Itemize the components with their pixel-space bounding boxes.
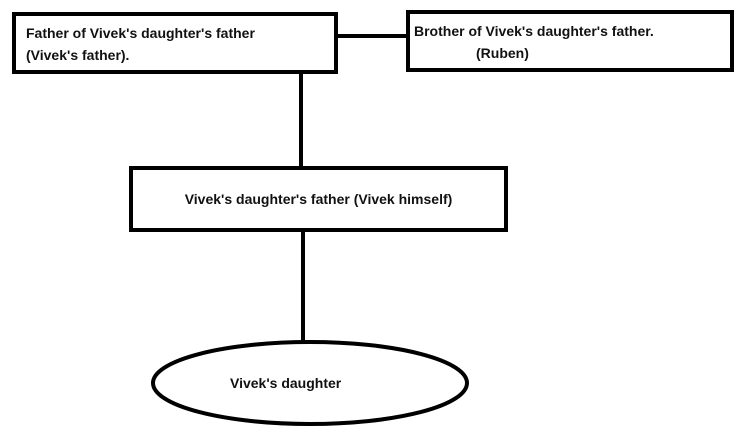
uncle-line2: (Ruben): [476, 45, 529, 61]
daughter-label: Vivek's daughter: [230, 375, 342, 391]
father-label: Vivek's daughter's father (Vivek himself…: [184, 191, 453, 207]
daughter-node-ellipse: [151, 340, 469, 426]
grandfather-line1: Father of Vivek's daughter's father: [26, 25, 255, 41]
grandfather-line2: (Vivek's father).: [26, 47, 130, 63]
grandfather-node: Father of Vivek's daughter's father (Viv…: [12, 12, 338, 74]
father-node: Vivek's daughter's father (Vivek himself…: [129, 166, 508, 232]
uncle-line1: Brother of Vivek's daughter's father.: [414, 23, 654, 39]
uncle-node: Brother of Vivek's daughter's father. (R…: [406, 10, 734, 72]
